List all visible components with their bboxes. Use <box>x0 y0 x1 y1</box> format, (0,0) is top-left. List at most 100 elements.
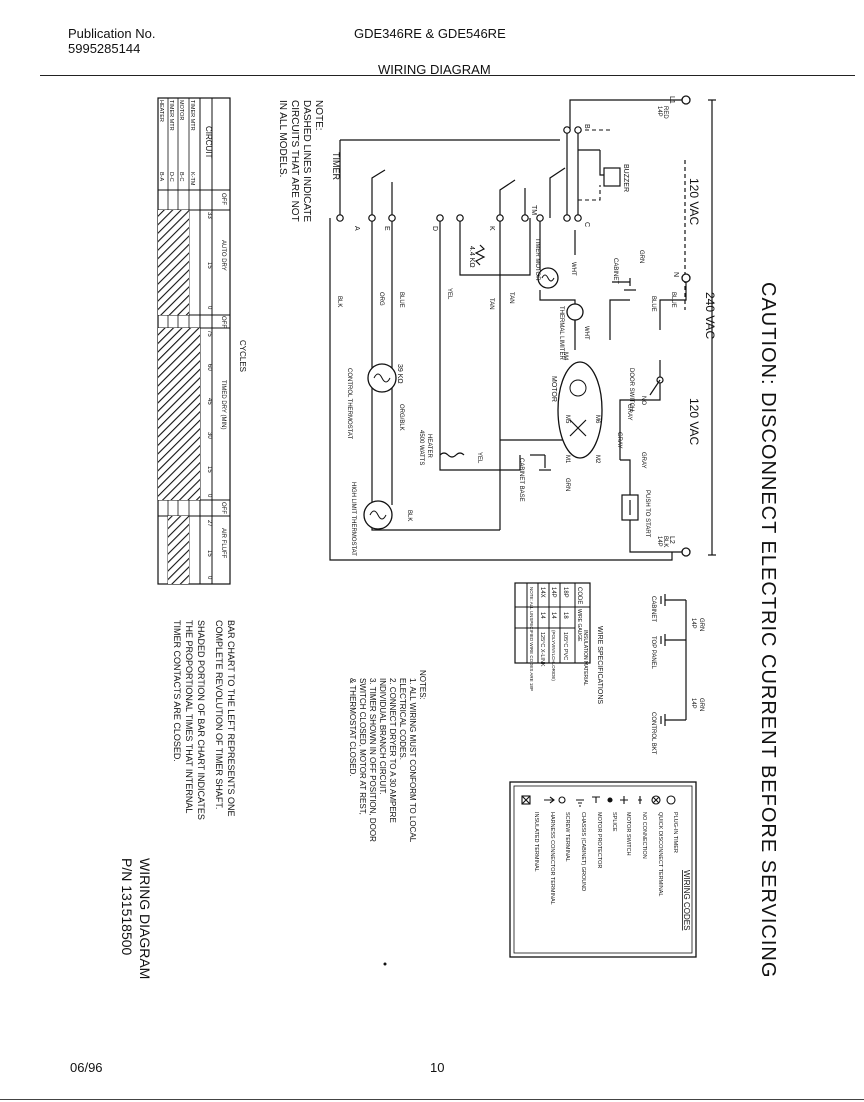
cabinet-ground: CABINET GRN <box>612 250 644 291</box>
wire-gray-1: GRAY <box>626 404 632 421</box>
wiring-codes-legend: WIRING CODES PLUG-IN TIMER QUICK DISCONN… <box>509 781 697 958</box>
push-to-start-label: PUSH TO START <box>644 490 650 538</box>
note-line-4: IN ALL MODELS. <box>277 100 288 177</box>
section-auto-dry: AUTO DRY <box>220 240 226 271</box>
small-mark <box>383 962 387 966</box>
code-motor-protector: MOTOR PROTECTOR <box>596 812 602 868</box>
resistor-4k4: 4.4 KΩ <box>468 244 486 268</box>
wires <box>329 99 687 561</box>
terminal-m4: M4 <box>562 352 568 361</box>
dashed-circuits <box>578 129 610 201</box>
section-off-2: OFF <box>220 316 226 328</box>
neutral-label: N <box>672 272 679 277</box>
ground-grn-1: GRN <box>698 618 704 631</box>
cabinet-base-label: CABINET BASE <box>518 458 524 502</box>
note-line-2: DASHED LINES INDICATE <box>301 100 312 222</box>
l1-wire-code: 14P <box>656 106 662 117</box>
terminal-m1: M1 <box>564 455 570 464</box>
publication-number: 5995285144 <box>68 41 141 56</box>
wire-spec-r2-gauge: 14 <box>550 612 556 619</box>
control-thermostat: CONTROL THERMOSTAT 39 KΩ ORG BLUE ORG/BL… <box>346 292 404 439</box>
wire-blue-2: BLUE <box>670 292 676 308</box>
note-line-3: CIRCUITS THAT ARE NOT <box>289 100 300 222</box>
note-line-1: NOTE: <box>313 100 324 131</box>
wire-wht-1: WHT <box>570 262 576 276</box>
tick-15c: 15 <box>206 550 212 557</box>
tick-27: 27 <box>206 520 212 527</box>
ground-14p-1: 14P <box>690 618 696 629</box>
circuit-header: CIRCUIT <box>204 126 213 159</box>
contact-b-c: B-C <box>178 172 184 182</box>
tick-30: 30 <box>206 432 212 439</box>
timer-motor: TIMER MOTOR WHT <box>534 238 576 289</box>
bar-note-4: THE PROPORTIONAL TIMES THAT INTERNAL <box>184 620 194 813</box>
code-quick-disconnect: QUICK DISCONNECT TERMINAL <box>657 812 663 896</box>
notes: NOTES: 1. ALL WIRING MUST CONFORM TO LOC… <box>348 670 427 843</box>
tick-15b: 15 <box>206 466 212 473</box>
wire-spec-r2-code: 14P <box>550 587 556 598</box>
part-number: WIRING DIAGRAM P/N 131518500 <box>119 858 153 979</box>
buzzer-label: BUZZER <box>622 164 629 192</box>
wire-spec-table: WIRE SPECIFICATIONS CODE WIRE GAUGE INSU… <box>514 582 603 704</box>
terminal-e: E <box>383 226 390 231</box>
wire-spec-title: WIRE SPECIFICATIONS <box>596 626 603 704</box>
heater: HEATER 4500 WATTS YEL YEL <box>418 288 482 465</box>
ground-control-bkt-label: CONTROL BKT <box>650 712 656 755</box>
terminal-a: A <box>353 226 360 231</box>
timer-label: TIMER <box>331 152 341 180</box>
wire-blue-3: BLUE <box>398 292 404 308</box>
wire-yel-2: YEL <box>476 452 482 464</box>
section-off-1: OFF <box>220 193 226 205</box>
wire-spec-r1-code: 18P <box>562 587 568 598</box>
contact-b-a: B-A <box>158 172 164 182</box>
code-no-connection: NO CONNECTION <box>641 812 647 859</box>
door-switch: DOOR SWITCH BLUE BLUE GRAY GRAY GRAY NO <box>616 292 676 469</box>
l1-wire-color: RED <box>662 106 668 119</box>
code-insulated-terminal: INSULATED TERMINAL <box>533 812 539 872</box>
wire-org-blk: ORG/BLK <box>398 404 404 431</box>
code-harness-connector: HARNESS CONNECTOR TERMINAL <box>549 812 555 905</box>
wire-spec-r1-gauge: 18 <box>562 612 568 619</box>
notes-item-5: 3. TIMER SHOWN IN OFF POSITION, DOOR <box>368 678 377 842</box>
buzzer: BUZZER <box>603 164 629 192</box>
part-number-title: WIRING DIAGRAM <box>137 858 153 979</box>
l2-wire-color: BLK <box>662 536 668 547</box>
bar-note-1: BAR CHART TO THE LEFT REPRESENTS ONE <box>226 620 236 817</box>
wire-tan-1: TAN <box>488 298 494 310</box>
voltage-120-left: 120 VAC <box>687 178 701 225</box>
section-off-3: OFF <box>220 502 226 514</box>
footer-date: 06/96 <box>70 1060 103 1075</box>
bar-note-2: COMPLETE REVOLUTION OF TIMER SHAFT. <box>214 620 224 809</box>
dashed-lines-note: NOTE: DASHED LINES INDICATE CIRCUITS THA… <box>277 100 324 222</box>
circuit-motor: MOTOR <box>178 100 184 120</box>
motor: MOTOR M4 M5 M6 M1 M2 <box>550 352 603 464</box>
thermal-limiter: THERMAL LIMITER WHT <box>558 303 589 360</box>
resistor-4k4-label: 4.4 KΩ <box>468 246 475 268</box>
control-thermostat-label: CONTROL THERMOSTAT <box>346 368 352 439</box>
contact-k-tm: K-TM <box>189 172 195 186</box>
circuit-timer-mtr-2: TIMER MTR <box>189 100 195 131</box>
header-rule <box>40 75 855 76</box>
caution-text: CAUTION: DISCONNECT ELECTRIC CURRENT BEF… <box>757 282 779 978</box>
notes-title: NOTES: <box>418 670 427 700</box>
voltage-240: 240 VAC <box>703 292 717 339</box>
ground-connections: CABINET TOP PANEL CONTROL BKT GRN GRN 14… <box>650 594 704 755</box>
terminal-m2: M2 <box>594 455 600 464</box>
wire-spec-h-code: CODE <box>576 587 582 604</box>
high-limit-label: HIGH LIMIT THERMOSTAT <box>350 482 356 556</box>
cycles-header: CYCLES <box>238 340 247 372</box>
l2-label: L2 <box>668 536 675 544</box>
wire-grn-2: GRN <box>564 478 570 491</box>
code-plug-in-timer: PLUG-IN TIMER <box>672 812 678 853</box>
l2-wire-code: 14P <box>656 536 662 547</box>
wire-blk-2: BLK <box>336 296 342 307</box>
wire-spec-r3-insul: 125°C X-LINK <box>539 632 545 667</box>
terminal-c: C <box>583 222 590 227</box>
cycle-chart: CIRCUIT CYCLES HEATER TIMER MTR MOTOR TI… <box>157 97 247 585</box>
wiring-codes-title: WIRING CODES <box>682 870 691 930</box>
circuit-heater: HEATER <box>158 100 164 122</box>
heater-label: HEATER <box>426 434 432 459</box>
wire-yel-1: YEL <box>446 288 452 300</box>
tick-0a: 0 <box>206 306 212 310</box>
wire-gray-2: GRAY <box>616 432 622 449</box>
